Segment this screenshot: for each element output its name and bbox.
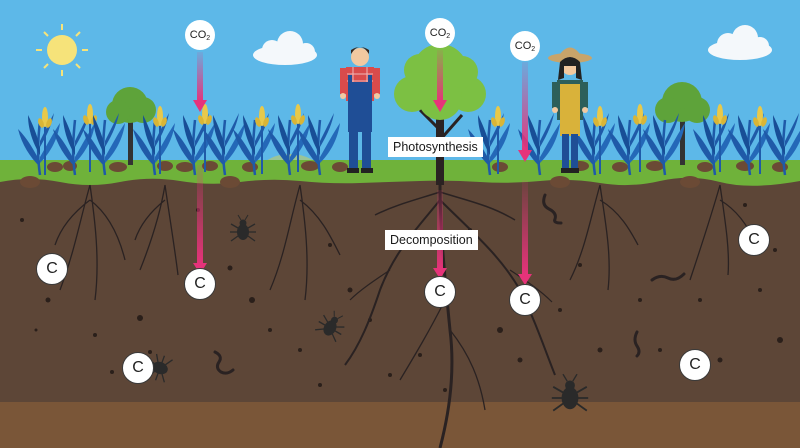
cloud-left	[253, 31, 317, 65]
arrow-co2-center	[433, 50, 447, 112]
carbon-circle: C	[36, 253, 68, 285]
co2-bubble-center: CO2	[425, 18, 455, 48]
co2-bubble-left: CO2	[185, 20, 215, 50]
arrow-head-icon	[518, 274, 532, 285]
arrow-co2-right	[518, 62, 532, 162]
arrow-head-icon	[433, 268, 447, 279]
decomposition-label: Decomposition	[385, 230, 478, 250]
worm-3	[650, 272, 686, 282]
arrow-head-icon	[433, 100, 447, 112]
tree-left	[106, 87, 156, 165]
carbon-circle: C	[509, 284, 541, 316]
farmer-man	[340, 47, 380, 173]
arrow-co2-left	[193, 52, 207, 112]
worm-1	[213, 350, 235, 375]
worms	[213, 193, 686, 375]
subsoil	[0, 402, 800, 448]
carbon-circle: C	[424, 276, 456, 308]
photosynthesis-label: Photosynthesis	[388, 137, 483, 157]
sun-icon	[36, 24, 88, 76]
carbon-circle: C	[184, 268, 216, 300]
farmer-woman	[548, 47, 592, 173]
arrow-head-icon	[193, 100, 207, 112]
arrow-head-icon	[518, 150, 532, 162]
carbon-circle: C	[738, 224, 770, 256]
arrow-carbon-right	[518, 180, 532, 285]
cloud-right	[708, 25, 772, 60]
co2-bubble-right: CO2	[510, 31, 540, 61]
worm-2	[542, 193, 563, 225]
worm-4	[633, 330, 641, 358]
carbon-circle: C	[679, 349, 711, 381]
carbon-circle: C	[122, 352, 154, 384]
